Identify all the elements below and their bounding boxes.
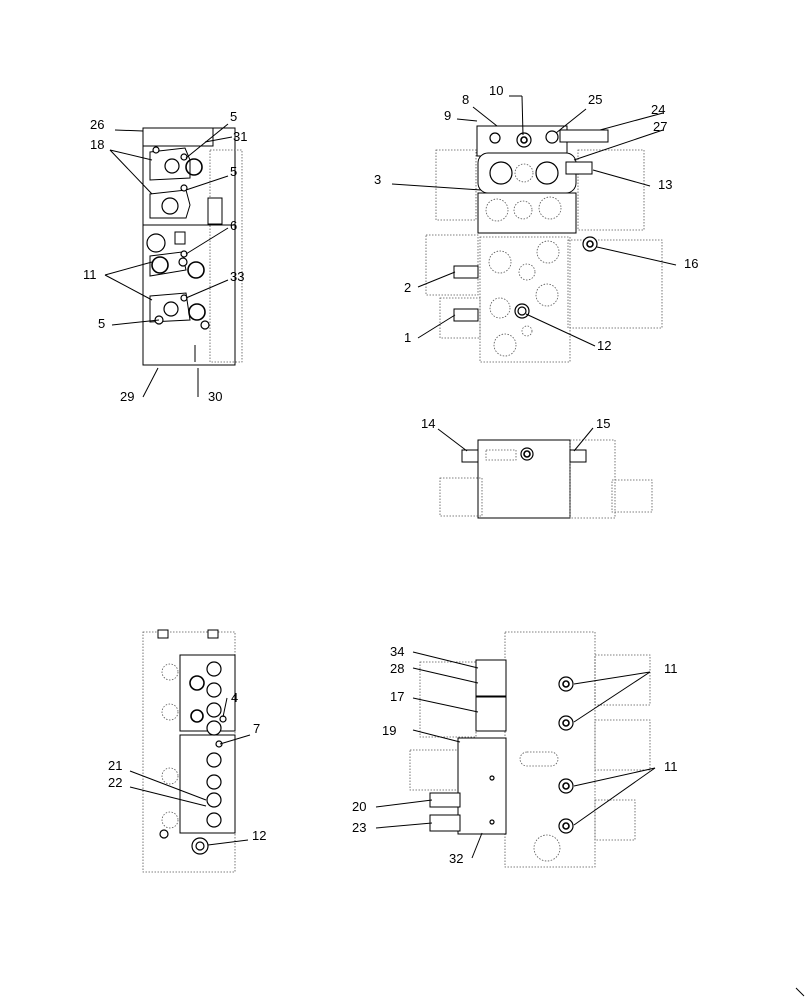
- leaders-bottom-left: [129, 697, 251, 846]
- callout-labels: 26 18 5 31 5 6 11 33 5 29 30 8 10 25 9 2…: [83, 83, 698, 866]
- view-bottom-left-valve: [142, 629, 236, 873]
- callout-1: 1: [404, 330, 411, 345]
- callout-13: 13: [658, 177, 672, 192]
- leaders-middle-right: [437, 427, 594, 452]
- callout-5: 5: [98, 316, 105, 331]
- callout-5: 5: [230, 109, 237, 124]
- callout-26: 26: [90, 117, 104, 132]
- callout-11: 11: [664, 661, 678, 676]
- callout-30: 30: [208, 389, 222, 404]
- callout-10: 10: [489, 83, 503, 98]
- callout-33: 33: [230, 269, 244, 284]
- callout-11: 11: [83, 267, 97, 282]
- view-middle-right-valve: [439, 439, 653, 519]
- callout-9: 9: [444, 108, 451, 123]
- callout-12: 12: [252, 828, 266, 843]
- leaders-top-right: [391, 95, 677, 347]
- callout-6: 6: [230, 218, 237, 233]
- leaders-bottom-right: [375, 651, 656, 859]
- callout-32: 32: [449, 851, 463, 866]
- callout-14: 14: [421, 416, 435, 431]
- callout-19: 19: [382, 723, 396, 738]
- callout-22: 22: [108, 775, 122, 790]
- callout-34: 34: [390, 644, 404, 659]
- leaders-top-left: [104, 123, 233, 398]
- callout-11: 11: [664, 759, 678, 774]
- callout-16: 16: [684, 256, 698, 271]
- callout-27: 27: [653, 119, 667, 134]
- callout-12: 12: [597, 338, 611, 353]
- callout-28: 28: [390, 661, 404, 676]
- view-bottom-right-valve: [409, 631, 651, 868]
- corner-mark: [795, 987, 805, 997]
- callout-15: 15: [596, 416, 610, 431]
- callout-18: 18: [90, 137, 104, 152]
- callout-3: 3: [374, 172, 381, 187]
- callout-31: 31: [233, 129, 247, 144]
- callout-24: 24: [651, 102, 665, 117]
- callout-20: 20: [352, 799, 366, 814]
- callout-8: 8: [462, 92, 469, 107]
- view-top-left-valve: [142, 127, 243, 366]
- callout-4: 4: [231, 690, 238, 705]
- callout-29: 29: [120, 389, 134, 404]
- callout-25: 25: [588, 92, 602, 107]
- callout-17: 17: [390, 689, 404, 704]
- callout-2: 2: [404, 280, 411, 295]
- callout-23: 23: [352, 820, 366, 835]
- callout-7: 7: [253, 721, 260, 736]
- view-top-right-valve: [425, 125, 663, 363]
- callout-21: 21: [108, 758, 122, 773]
- callout-5: 5: [230, 164, 237, 179]
